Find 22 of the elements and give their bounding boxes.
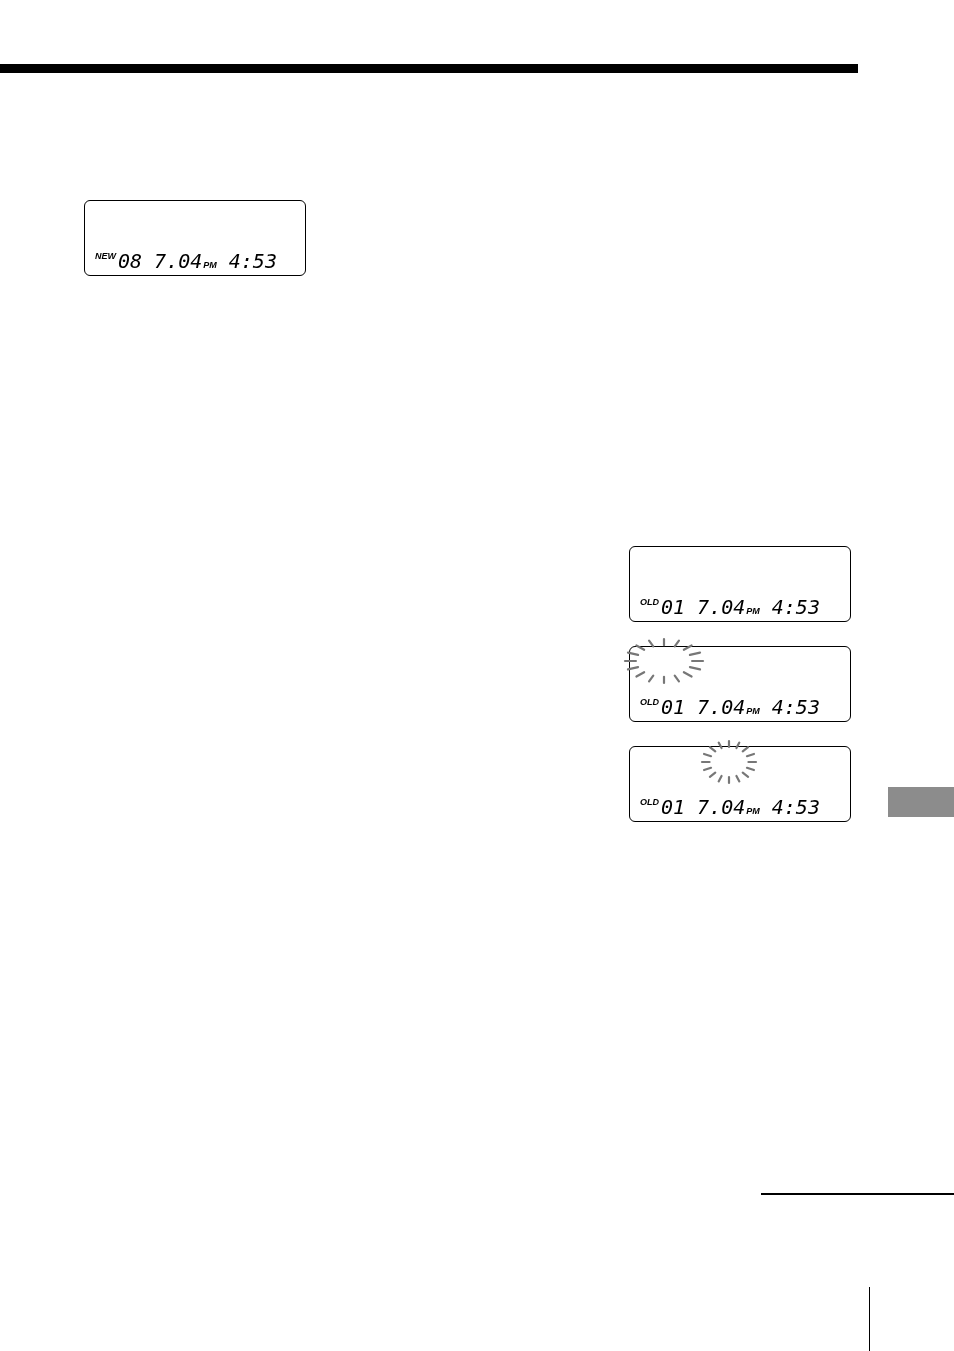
segment-digits: 01 <box>661 697 686 717</box>
segment-digits: 01 <box>661 597 686 617</box>
pm-indicator: PM <box>746 806 760 816</box>
segment-digits: 08 <box>118 251 143 271</box>
pm-indicator: PM <box>746 706 760 716</box>
lcd-display <box>629 546 851 622</box>
mode-indicator: OLD <box>640 697 659 707</box>
segment-digits: 4:53 <box>228 251 277 271</box>
segment-digits: 4:53 <box>771 797 820 817</box>
pm-indicator: PM <box>203 260 217 270</box>
segment-digits: 4:53 <box>771 697 820 717</box>
segment-digits: 7.04 <box>697 597 746 617</box>
mode-indicator: OLD <box>640 797 659 807</box>
segment-digits: 7.04 <box>697 697 746 717</box>
pm-indicator: PM <box>746 606 760 616</box>
mode-indicator: NEW <box>95 251 116 261</box>
mode-indicator: OLD <box>640 597 659 607</box>
segment-digits: 7.04 <box>697 797 746 817</box>
segment-digits: 7.04 <box>154 251 203 271</box>
segment-digits: 01 <box>661 797 686 817</box>
lcd-display <box>84 200 306 276</box>
segment-digits: 4:53 <box>771 597 820 617</box>
